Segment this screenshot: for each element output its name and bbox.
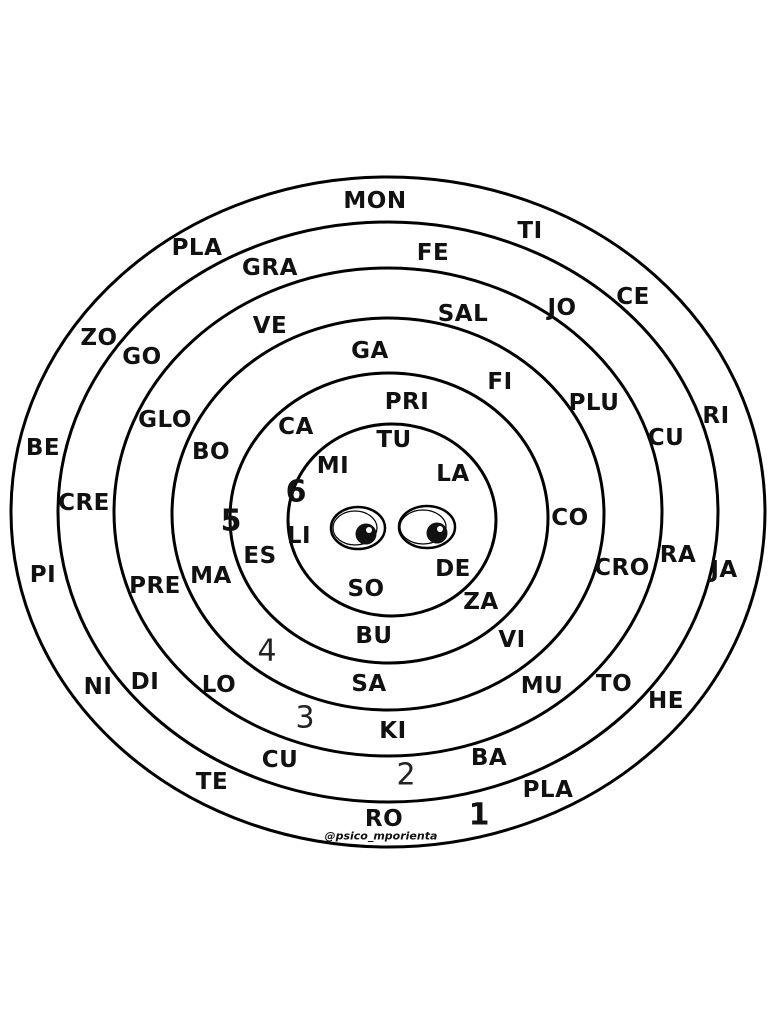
syllable: PRE (129, 573, 181, 599)
syllable: LI (287, 523, 311, 549)
ring-5-syllables: PRI CA ZA BU ES (243, 389, 498, 649)
syllable: BO (192, 439, 230, 465)
syllable: DI (131, 669, 160, 695)
syllable: VE (253, 313, 288, 339)
syllable: GRA (242, 255, 298, 281)
ring-number-4: 4 (257, 634, 276, 669)
syllable: PLA (172, 235, 223, 261)
ring-1-syllables: MON TI CE RI JA HE PLA RO TE NI PI BE ZO… (26, 188, 737, 832)
syllable: PLA (523, 777, 574, 803)
ring-number-5: 5 (221, 504, 242, 539)
syllable: GA (351, 338, 389, 364)
syllable: HE (648, 688, 684, 714)
ring-number-6: 6 (286, 475, 307, 510)
syllable: PRI (385, 389, 430, 415)
ring-number-3: 3 (295, 701, 314, 736)
syllable: KI (379, 718, 406, 744)
syllable: JA (708, 557, 737, 583)
ring-outer-1 (9, 175, 767, 849)
ring-6-syllables: TU MI LA LI DE SO (287, 427, 471, 602)
syllable: TE (196, 769, 228, 795)
syllable: CRE (58, 490, 110, 516)
syllable: VI (498, 627, 525, 653)
author-credit: @psico_mporienta (325, 830, 438, 843)
syllable: FE (417, 240, 449, 266)
syllable: BA (471, 745, 507, 771)
syllable: CA (278, 414, 314, 440)
syllable: LO (202, 672, 236, 698)
ring-5-inner-border (286, 422, 498, 618)
syllable: SO (347, 576, 384, 602)
syllable: PLU (569, 390, 620, 416)
syllable: BU (355, 623, 392, 649)
syllable: RO (365, 806, 403, 832)
ring-1-inner-border (56, 220, 720, 804)
syllable: FI (487, 369, 512, 395)
syllable: BE (26, 435, 60, 461)
syllable: LA (436, 461, 469, 487)
syllable: ZO (80, 325, 117, 351)
ring-4-syllables: GA FI CO VI SA MA BO (190, 338, 588, 697)
ring-number-2: 2 (396, 758, 415, 793)
syllable: CU (648, 425, 685, 451)
syllable: RA (660, 542, 697, 568)
syllable: SAL (438, 301, 489, 327)
googly-eyes-icon (329, 504, 457, 551)
syllable: CU (262, 747, 299, 773)
syllable: MU (521, 673, 564, 699)
syllable: MON (343, 188, 406, 214)
ring-3-inner-border (170, 316, 606, 712)
syllable: MI (317, 453, 349, 479)
syllable: NI (84, 674, 113, 700)
syllable: ZA (463, 589, 498, 615)
ring-number-1: 1 (469, 798, 490, 833)
ring-3-syllables: VE SAL PLU CRO MU KI LO PRE GLO (129, 301, 650, 744)
syllable: TI (517, 218, 542, 244)
syllable: DE (435, 556, 471, 582)
syllable: CRO (594, 555, 650, 581)
syllable: CE (616, 284, 650, 310)
syllable: ES (243, 543, 276, 569)
ring-4-inner-border (228, 371, 550, 665)
syllable: TU (376, 427, 411, 453)
ring-numbers: 1 2 3 4 5 6 (221, 475, 490, 833)
ring-2-inner-border (112, 266, 664, 758)
syllable: SA (351, 671, 386, 697)
syllable: CO (551, 505, 588, 531)
ring-2-syllables: GRA FE JO CU RA TO BA CU DI CRE GO (58, 240, 696, 773)
syllable: PI (30, 562, 56, 588)
syllable: MA (190, 563, 232, 589)
syllable: RI (702, 403, 729, 429)
syllable: TO (596, 671, 632, 697)
syllable: GLO (138, 407, 192, 433)
syllable: GO (122, 344, 161, 370)
syllable: JO (545, 295, 576, 321)
